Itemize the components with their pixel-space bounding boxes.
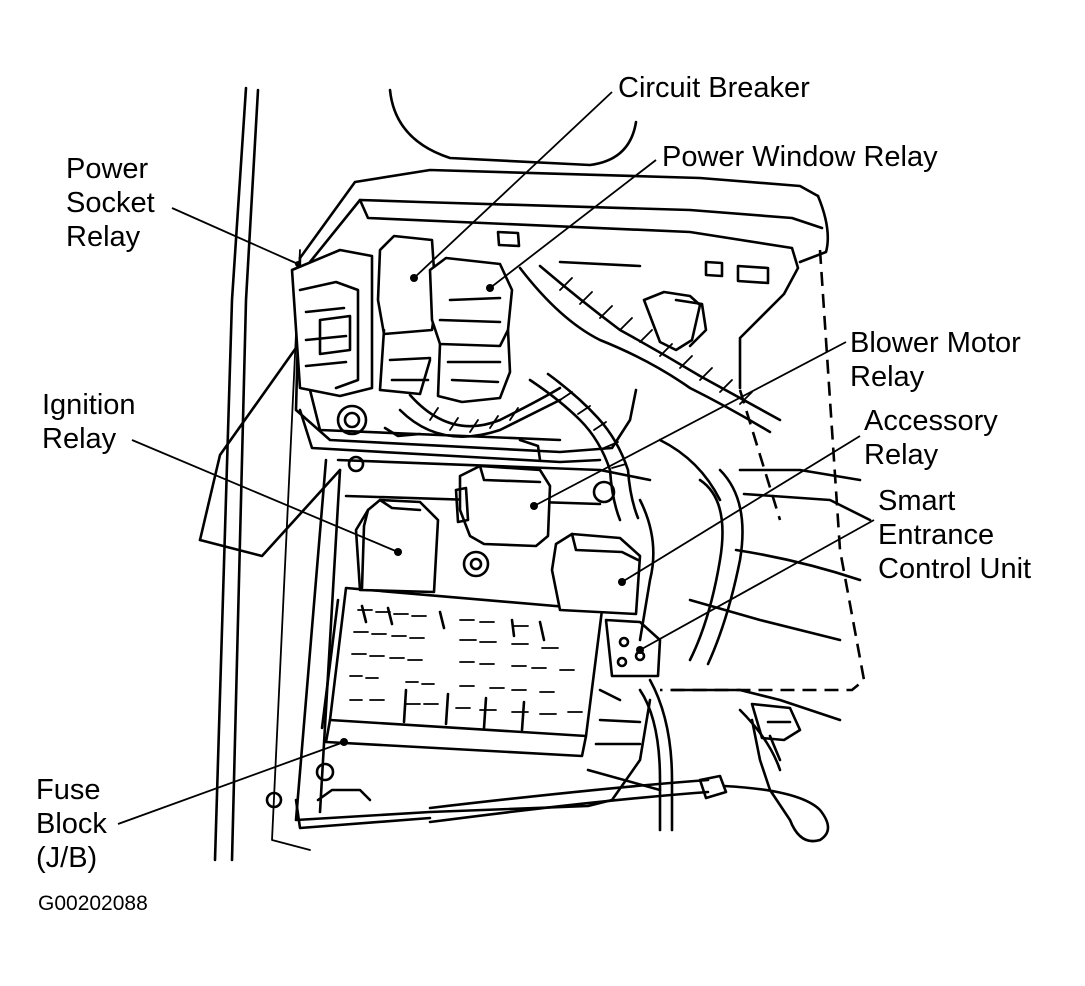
left-trim-panel <box>198 86 342 862</box>
power-socket-relay-body <box>290 248 374 398</box>
fuse-block-label: Fuse Block (J/B) <box>36 773 107 875</box>
ignition-relay-body <box>354 498 440 594</box>
circuit-breaker-text: Circuit Breaker <box>618 72 810 104</box>
power-window-relay-body <box>428 256 514 404</box>
smart-entrance-control-unit-body <box>604 249 866 692</box>
dash-upper-panel <box>298 88 830 390</box>
leader-ignition-relay <box>131 439 399 553</box>
blower-motor-relay-body <box>454 464 552 548</box>
smart-entrance-line-2: Entrance <box>878 519 995 551</box>
power-socket-relay-label: Power Socket Relay <box>66 152 155 254</box>
power-socket-relay-line-2: Socket <box>66 187 155 219</box>
leader-lines <box>117 91 875 825</box>
leader-smart-entrance-control-unit <box>639 519 875 651</box>
circuit-breaker-label: Circuit Breaker <box>618 71 810 105</box>
blower-motor-relay-line-1: Blower Motor <box>850 327 1021 359</box>
fuse-block-line-1: Fuse <box>36 774 101 806</box>
blower-motor-relay-line-2: Relay <box>850 361 925 393</box>
leader-circuit-breaker-dot <box>410 274 418 282</box>
relay-bracket <box>294 256 638 464</box>
leader-fuse-block <box>117 741 345 825</box>
power-socket-relay-line-3: Relay <box>66 221 141 253</box>
leader-power-socket-relay-dot <box>295 261 301 267</box>
smart-entrance-control-unit-label: Smart Entrance Control Unit <box>878 484 1031 586</box>
ignition-relay-line-2: Relay <box>42 423 117 455</box>
accessory-relay-body <box>550 532 642 616</box>
leader-smart-entrance-control-unit-dot <box>636 646 644 654</box>
power-window-relay-text: Power Window Relay <box>662 141 938 173</box>
wiring-harness <box>398 264 782 666</box>
circuit-breaker-body <box>376 234 438 396</box>
power-socket-relay-line-1: Power <box>66 153 149 185</box>
accessory-relay-label: Accessory Relay <box>864 404 998 472</box>
leader-fuse-block-dot <box>340 738 348 746</box>
fuse-block-line-3: (J/B) <box>36 842 98 874</box>
power-window-relay-label: Power Window Relay <box>662 140 938 174</box>
leader-power-window-relay <box>489 159 657 289</box>
leader-power-socket-relay <box>171 207 299 265</box>
blower-motor-relay-label: Blower Motor Relay <box>850 326 1021 394</box>
leader-blower-motor-relay <box>533 341 847 507</box>
leader-accessory-relay <box>621 435 861 583</box>
accessory-relay-line-1: Accessory <box>864 405 998 437</box>
accessory-relay-line-2: Relay <box>864 439 939 471</box>
fuse-block-line-2: Block <box>36 808 107 840</box>
leader-circuit-breaker <box>413 91 613 279</box>
figure-code: G00202088 <box>38 892 148 915</box>
leader-blower-motor-relay-dot <box>530 502 538 510</box>
leader-power-window-relay-dot <box>486 284 494 292</box>
ignition-relay-label: Ignition Relay <box>42 388 136 456</box>
fuse-panel <box>320 586 604 758</box>
ignition-relay-line-1: Ignition <box>42 389 136 421</box>
smart-entrance-line-3: Control Unit <box>878 553 1032 585</box>
leader-ignition-relay-dot <box>394 548 402 556</box>
lower-wiring <box>428 468 872 843</box>
fuse-block-housing <box>265 455 652 830</box>
smart-entrance-line-1: Smart <box>878 485 956 517</box>
leader-accessory-relay-dot <box>618 578 626 586</box>
